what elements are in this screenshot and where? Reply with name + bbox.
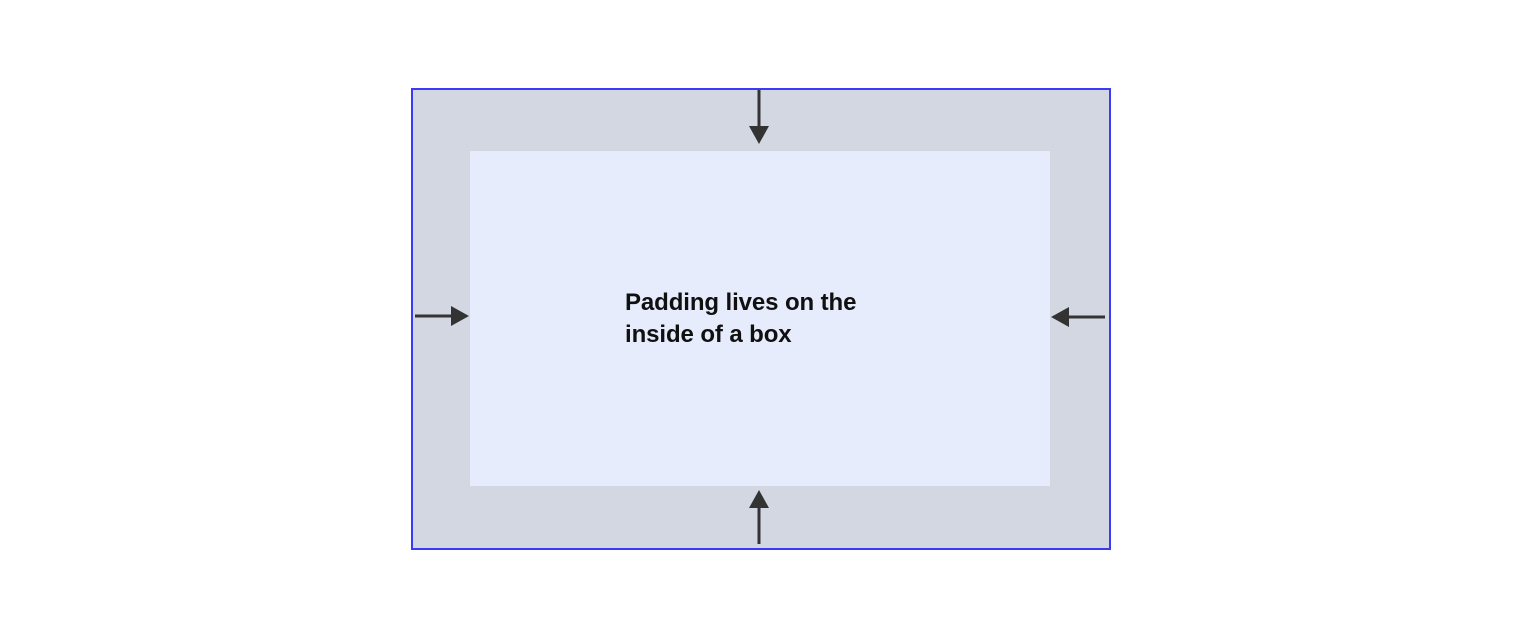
content-box: Padding lives on the inside of a box — [470, 151, 1050, 486]
padding-arrow-bottom-icon — [749, 490, 769, 544]
padding-explanation-text: Padding lives on the inside of a box — [625, 288, 857, 348]
padding-arrow-top-icon — [749, 90, 769, 144]
padding-arrow-left-icon — [415, 306, 469, 326]
padding-arrow-right-icon — [1051, 307, 1105, 327]
